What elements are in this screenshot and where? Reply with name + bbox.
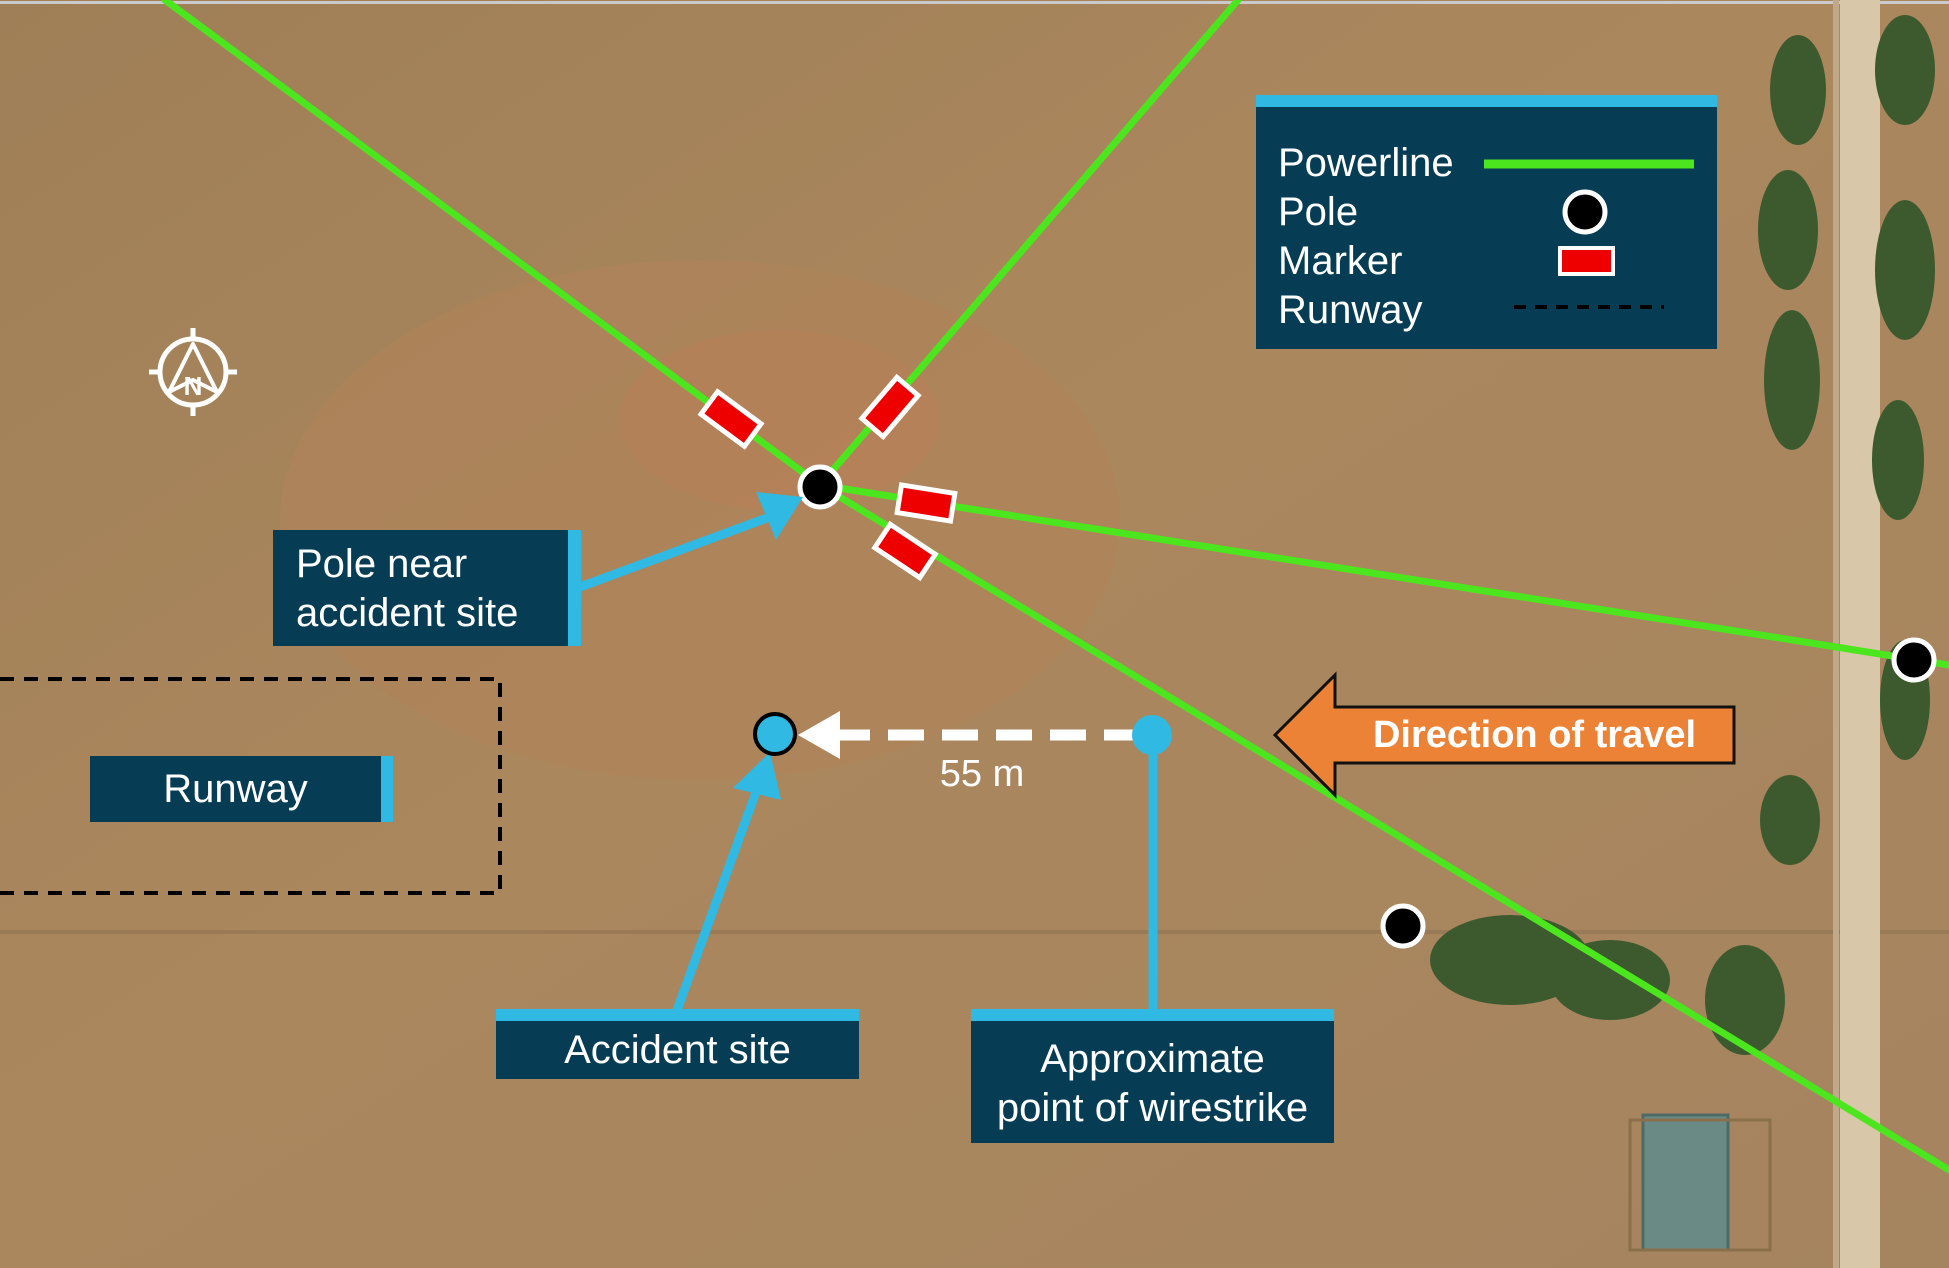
direction-of-travel-arrow — [1272, 671, 1736, 799]
poles — [797, 464, 1937, 949]
arrowhead — [798, 711, 840, 759]
accident-callout-arrow — [671, 790, 761, 1015]
markers — [697, 373, 958, 582]
arrowhead — [756, 492, 803, 540]
pole — [1891, 637, 1937, 683]
field-boundary — [0, 930, 1949, 934]
pole-callout-arrow — [578, 510, 777, 592]
wirestrike-line-1: Approximate — [1040, 1037, 1265, 1081]
powerline-east — [816, 481, 1949, 669]
legend-label-pole: Pole — [1278, 190, 1359, 234]
trees — [1430, 15, 1935, 1055]
marker — [894, 482, 958, 524]
accident-site-callout: Accident site — [496, 1009, 859, 1079]
marker — [871, 520, 939, 582]
callout-arrows — [578, 492, 1158, 1015]
legend-item-pole: Pole — [1278, 188, 1358, 237]
pole-callout-line-1: Pole near — [296, 542, 468, 586]
north-compass-icon: N — [149, 328, 237, 416]
pole-near-accident-callout: Pole near accident site — [273, 530, 581, 646]
legend-item-powerline: Powerline — [1278, 139, 1454, 188]
legend-marker-symbol — [1558, 246, 1615, 276]
direction-of-travel-label: Direction of travel — [1372, 714, 1697, 756]
powerlines — [161, 0, 1949, 1174]
legend-label-powerline: Powerline — [1278, 141, 1454, 185]
shed-roof — [1643, 1115, 1728, 1250]
soil-patch-center — [620, 330, 940, 510]
accident-site-point — [753, 712, 797, 756]
wirestrike-line-2: point of wirestrike — [996, 1086, 1309, 1130]
runway-outline — [0, 677, 502, 895]
pole — [1380, 903, 1426, 949]
powerline-se — [816, 481, 1949, 1174]
compass-letter: N — [184, 371, 203, 401]
road — [1840, 0, 1880, 1268]
legend-pole-symbol — [1562, 189, 1608, 235]
legend-symbols — [1484, 159, 1694, 309]
runway-label: Runway — [163, 766, 308, 811]
distance-label: 55 m — [939, 753, 1025, 795]
top-edge — [0, 1, 1949, 4]
legend-label-marker: Marker — [1278, 239, 1403, 283]
legend-item-runway: Runway — [1278, 286, 1423, 335]
legend-label-runway: Runway — [1278, 288, 1423, 332]
wirestrike-point — [1132, 715, 1172, 755]
pole — [797, 464, 843, 510]
pole-callout-line-2: accident site — [296, 591, 519, 635]
runway-callout: Runway — [90, 756, 393, 822]
marker — [697, 388, 765, 450]
legend: Powerline Pole Marker Runway — [1256, 95, 1717, 349]
marker — [858, 373, 922, 441]
wirestrike-callout: Approximate point of wirestrike — [971, 1009, 1334, 1143]
distance-arrow — [798, 711, 1140, 759]
arrowhead — [733, 752, 781, 800]
accident-site-label: Accident site — [564, 1027, 791, 1072]
reddish-soil-patch — [280, 260, 1120, 780]
legend-item-marker: Marker — [1278, 237, 1402, 286]
